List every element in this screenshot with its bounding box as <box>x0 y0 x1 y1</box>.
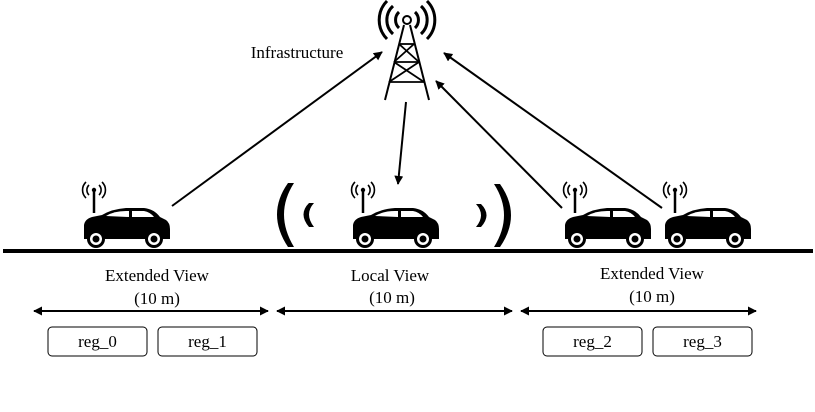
region-box: reg_1 <box>157 326 258 357</box>
arrow-car1-to-tower <box>171 51 383 207</box>
extended-view-right-title: Extended View <box>600 264 705 283</box>
local-view-title: Local View <box>351 266 430 285</box>
extended-view-left-distance: (10 m) <box>134 289 180 308</box>
region-box: reg_0 <box>47 326 148 357</box>
communication-arrows <box>171 51 663 209</box>
region-label: reg_3 <box>683 332 722 351</box>
broadcast-waves-icon <box>277 183 511 247</box>
region-label: reg_0 <box>78 332 117 351</box>
arrow-tower-to-car2 <box>394 101 407 185</box>
connected-car-icon <box>350 180 441 250</box>
extended-view-left-title: Extended View <box>105 266 210 285</box>
region-box: reg_2 <box>542 326 643 357</box>
arrow-car4-to-tower <box>443 52 663 209</box>
region-label: reg_1 <box>188 332 227 351</box>
connected-car-icon <box>662 180 753 250</box>
region-box: reg_3 <box>652 326 753 357</box>
cell-tower-icon <box>377 0 437 101</box>
local-view-distance: (10 m) <box>369 288 415 307</box>
infrastructure-label: Infrastructure <box>251 43 344 62</box>
extended-view-right-distance: (10 m) <box>629 287 675 306</box>
connected-car-icon <box>81 180 172 250</box>
arrow-car3-to-tower <box>435 80 563 209</box>
region-label: reg_2 <box>573 332 612 351</box>
